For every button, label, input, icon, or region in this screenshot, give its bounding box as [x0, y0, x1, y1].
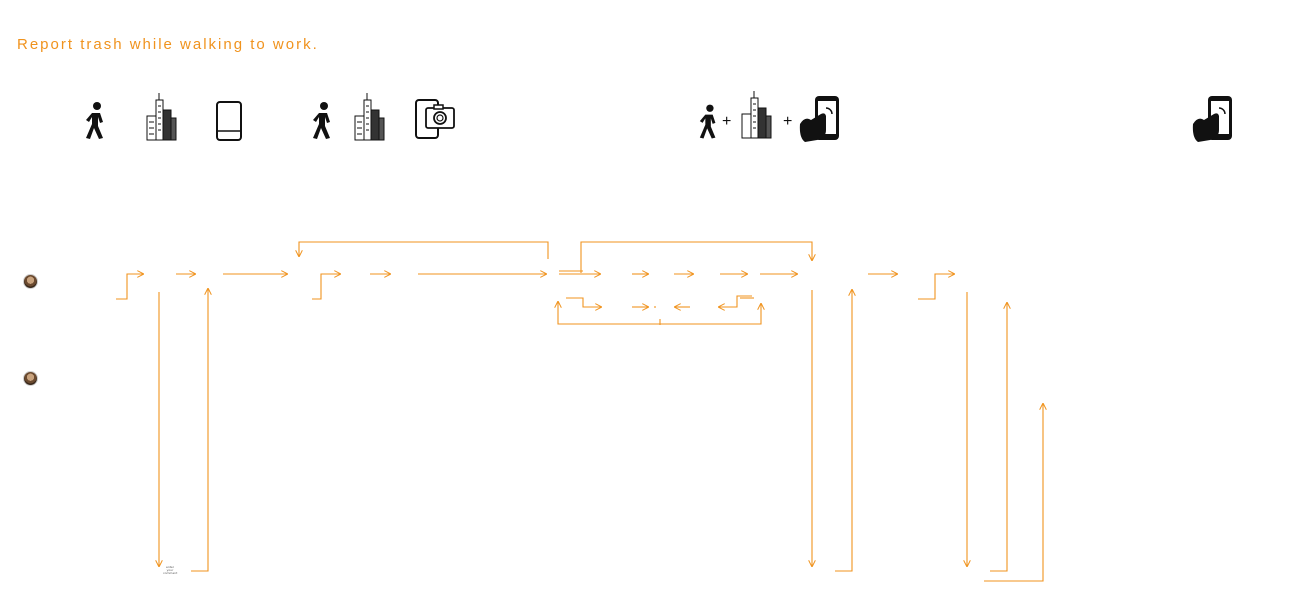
connector — [719, 295, 752, 307]
connector — [984, 404, 1043, 582]
walking-person-icon — [699, 104, 716, 139]
phone-touch-icon — [799, 96, 839, 142]
plus-sign: + — [783, 113, 793, 130]
connector — [580, 241, 812, 273]
phone-icon — [216, 101, 242, 141]
connector — [566, 297, 601, 307]
connector — [191, 289, 208, 572]
walking-person-icon — [313, 102, 330, 139]
plus-sign: + — [722, 113, 732, 130]
phone-camera-icon — [415, 99, 455, 139]
user-avatar-lane-2 — [23, 371, 38, 386]
walking-person-icon — [86, 102, 103, 139]
city-buildings-icon — [354, 93, 385, 141]
connector — [116, 274, 143, 300]
user-avatar-lane-1 — [23, 274, 38, 289]
city-buildings-icon — [741, 91, 772, 139]
page-title: Report trash while walking to work. — [17, 36, 319, 53]
phone-touch-icon — [1192, 96, 1232, 142]
city-buildings-icon — [146, 93, 177, 141]
tiny-note: enter your comment — [163, 565, 178, 575]
connector — [312, 274, 340, 300]
connector — [299, 241, 549, 259]
connector — [835, 290, 852, 572]
connector — [990, 303, 1007, 572]
connector — [918, 274, 954, 300]
